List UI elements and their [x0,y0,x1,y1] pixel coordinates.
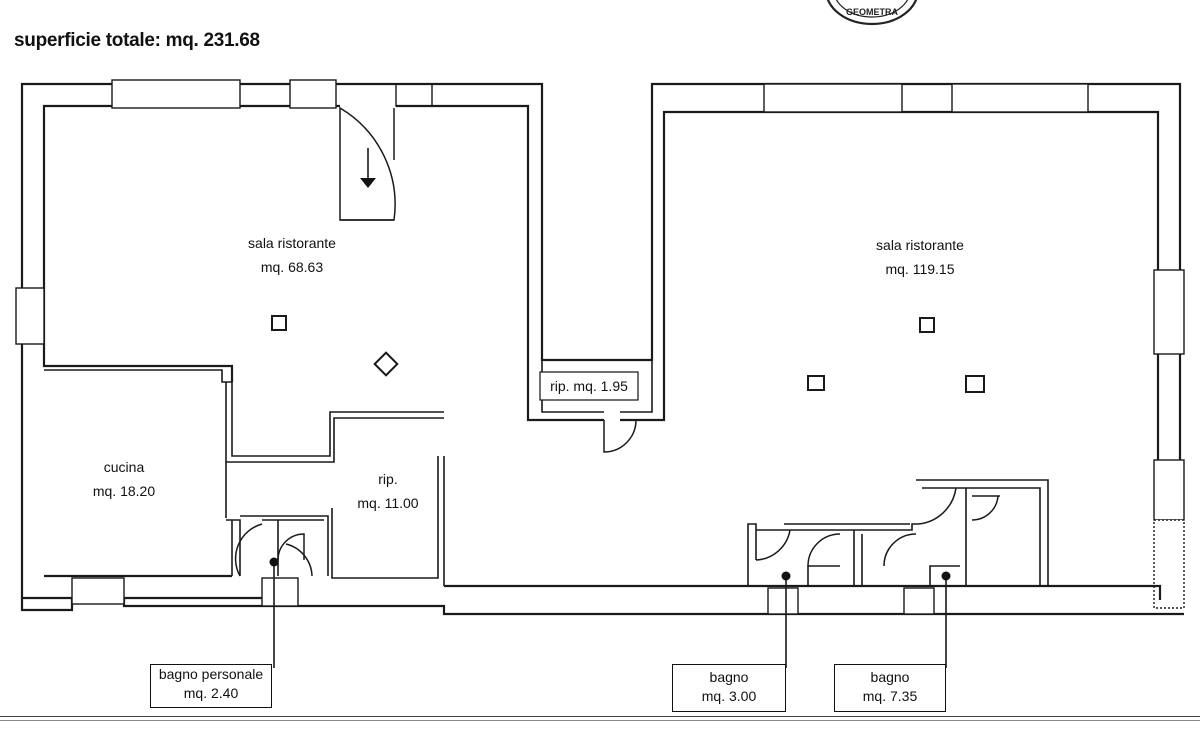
room-area-sala-left: mq. 68.63 [261,259,323,275]
surveyor-stamp: GEOMETRA [826,0,918,26]
outer-walls [15,79,1185,616]
callout-area: mq. 3.00 [701,688,757,704]
room-label-rip-small: rip. mq. 1.95 [550,378,628,394]
doors [234,106,999,577]
callout-leaders [269,557,951,668]
room-name-cucina: cucina [104,459,145,475]
room-name-sala-right: sala ristorante [876,237,964,253]
callout-bagno-1: bagno mq. 3.00 [672,664,786,712]
room-area-rip: mq. 11.00 [357,495,418,511]
callout-name: bagno [709,669,749,685]
bottom-divider-line [0,716,1200,721]
room-area-sala-right: mq. 119.15 [885,261,954,277]
pillar [965,375,985,393]
callout-name: bagno [870,669,910,685]
room-labels: sala ristorante mq. 68.63 sala ristorant… [93,235,964,511]
pillar [807,375,825,391]
callout-area: mq. 7.35 [862,688,918,704]
room-name-rip: rip. [378,471,397,487]
callout-area: mq. 2.40 [183,685,239,701]
pillars [271,315,985,393]
entrance-door-swing [339,106,396,221]
pillar [271,315,287,331]
callout-bagno-personale: bagno personale mq. 2.40 [150,664,272,708]
pillar-diamond [373,351,399,377]
entrance-arrowhead-icon [360,178,376,188]
plan-title: superficie totale: mq. 231.68 [14,30,260,51]
room-area-cucina: mq. 18.20 [93,483,155,499]
pillar [919,317,935,333]
callout-name: bagno personale [158,666,264,682]
callout-bagno-2: bagno mq. 7.35 [834,664,946,712]
interior-partitions [44,360,1049,586]
stamp-lettering: GEOMETRA [846,7,899,17]
room-name-sala-left: sala ristorante [248,235,336,251]
